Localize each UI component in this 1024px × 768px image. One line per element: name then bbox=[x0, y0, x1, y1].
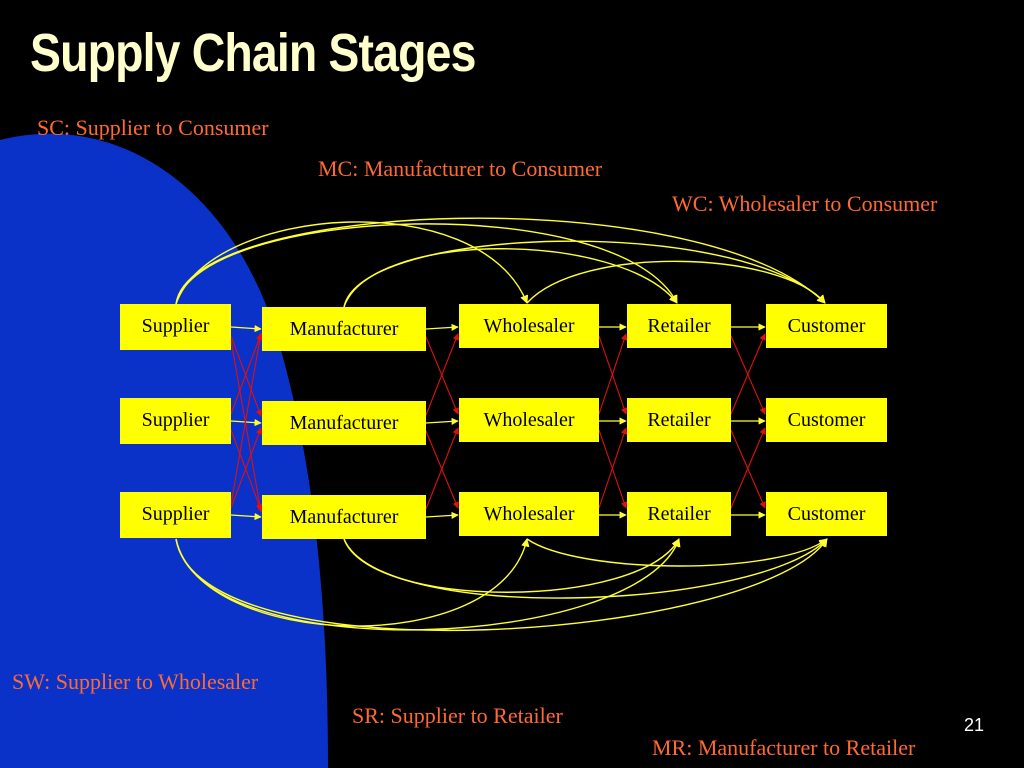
link-supplier-manufacturer-1 bbox=[230, 324, 262, 333]
link-supplier-manufacturer-2 bbox=[230, 418, 262, 427]
retailer-node-2: Retailer bbox=[627, 398, 731, 442]
link-supplier-manufacturer-3 bbox=[230, 512, 262, 521]
manufacturer-node-2: Manufacturer bbox=[262, 401, 426, 445]
annotation-mc: MC: Manufacturer to Consumer bbox=[318, 156, 603, 181]
supplier-node-1: Supplier bbox=[120, 304, 231, 350]
arc-supplier-to-wholesaler-top bbox=[175, 221, 529, 305]
arc-supplier-to-retailer-top bbox=[175, 223, 678, 305]
annotation-mr: MR: Manufacturer to Retailer bbox=[652, 735, 916, 760]
annotation-sr: SR: Supplier to Retailer bbox=[352, 703, 563, 728]
annotation-sw: SW: Supplier to Wholesaler bbox=[12, 669, 259, 694]
supplier-node-2: Supplier bbox=[120, 398, 231, 444]
cross-link-sm-3-1 bbox=[230, 332, 264, 505]
cross-link-sm-1-3 bbox=[230, 339, 264, 513]
cross-link-mw-3-2 bbox=[425, 427, 459, 510]
arc-manufacturer-to-customer-bottom bbox=[343, 538, 828, 599]
wholesaler-node-1: Wholesaler bbox=[459, 304, 599, 348]
cross-link-rc-2-1 bbox=[730, 333, 766, 415]
arc-wholesaler-to-customer-top bbox=[526, 260, 826, 304]
slide-title: Supply Chain Stages bbox=[30, 23, 476, 83]
arc-supplier-to-retailer-bottom bbox=[175, 538, 681, 631]
retailer-node-3: Retailer bbox=[627, 492, 731, 536]
link-manufacturer-wholesaler-2 bbox=[425, 417, 459, 425]
arc-supplier-to-customer-bottom bbox=[175, 538, 828, 632]
cross-link-sm-2-3 bbox=[230, 429, 263, 511]
arc-manufacturer-to-retailer-top bbox=[343, 248, 678, 308]
cross-link-sm-1-2 bbox=[230, 335, 263, 417]
customer-node-3: Customer bbox=[766, 492, 887, 536]
arc-manufacturer-to-retailer-bottom bbox=[343, 538, 680, 593]
link-manufacturer-wholesaler-3 bbox=[425, 511, 459, 519]
link-manufacturer-wholesaler-1 bbox=[425, 323, 459, 331]
arc-supplier-to-customer-top bbox=[175, 217, 826, 305]
customer-node-1: Customer bbox=[766, 304, 887, 348]
arc-manufacturer-to-customer-top bbox=[343, 240, 826, 308]
slide-number: 21 bbox=[964, 715, 985, 735]
wholesaler-node-3: Wholesaler bbox=[459, 492, 599, 536]
cross-link-mw-2-1 bbox=[425, 333, 459, 416]
annotation-wc: WC: Wholesaler to Consumer bbox=[672, 191, 938, 216]
cross-link-sm-2-1 bbox=[230, 333, 263, 415]
cross-link-wr-3-2 bbox=[598, 427, 628, 509]
cross-link-rc-3-2 bbox=[730, 427, 766, 509]
customer-node-2: Customer bbox=[766, 398, 887, 442]
cross-link-sm-3-2 bbox=[230, 427, 263, 509]
cross-link-wr-2-1 bbox=[598, 333, 628, 415]
annotation-sc: SC: Supplier to Consumer bbox=[37, 115, 269, 140]
arc-wholesaler-to-customer-bottom bbox=[526, 538, 828, 567]
retailer-node-1: Retailer bbox=[627, 304, 731, 348]
manufacturer-node-1: Manufacturer bbox=[262, 307, 426, 351]
wholesaler-node-2: Wholesaler bbox=[459, 398, 599, 442]
supplier-node-3: Supplier bbox=[120, 492, 231, 538]
manufacturer-node-3: Manufacturer bbox=[262, 495, 426, 539]
blue-blob bbox=[0, 133, 328, 768]
